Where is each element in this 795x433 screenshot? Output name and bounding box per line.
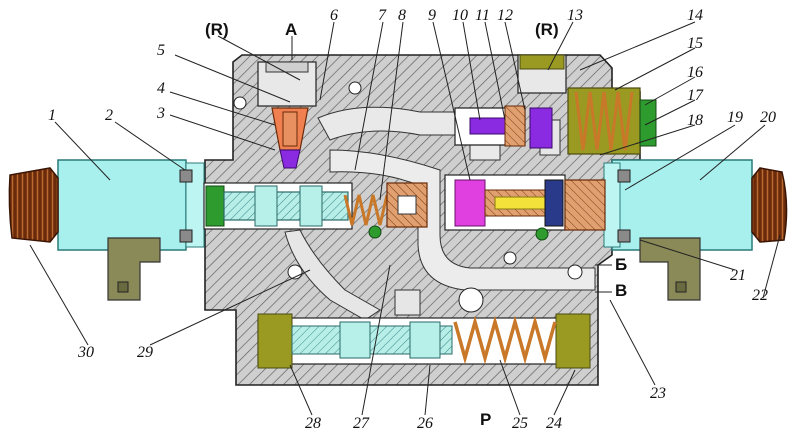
seat-orange-left	[386, 182, 428, 228]
spring-8	[343, 194, 389, 226]
callout-20: 20	[760, 109, 776, 126]
left-coil-cap	[8, 167, 59, 243]
callout-21: 21	[730, 267, 746, 284]
callout-3: 3	[156, 105, 165, 122]
pilot-poppet-4	[271, 107, 309, 169]
central-cartridge	[444, 174, 566, 231]
callout-2: 2	[105, 107, 113, 124]
port-v: В	[615, 281, 627, 300]
callout-16: 16	[687, 64, 703, 81]
callout-30: 30	[77, 344, 94, 361]
right-coil-cap	[751, 167, 788, 243]
spring-15	[567, 87, 657, 155]
callout-6: 6	[330, 7, 338, 24]
right-bracket	[639, 237, 701, 301]
callout-26: 26	[417, 415, 433, 432]
callout-numbers: 1 2 3 4 5 6 7 8 9 10 11 12 13 14 15 16 1…	[48, 7, 776, 432]
callout-23: 23	[650, 385, 666, 402]
callout-12: 12	[497, 7, 513, 24]
callout-4: 4	[157, 80, 165, 97]
pilot-spool-left	[203, 182, 353, 230]
port-r-left: (R)	[205, 20, 229, 39]
fasteners	[179, 169, 631, 243]
callout-7: 7	[378, 7, 387, 24]
port-a: A	[285, 20, 297, 39]
callout-13: 13	[567, 7, 583, 24]
callout-25: 25	[512, 415, 528, 432]
callout-28: 28	[305, 415, 321, 432]
callout-11: 11	[475, 7, 490, 24]
callout-19: 19	[727, 109, 743, 126]
callout-15: 15	[687, 35, 703, 52]
callout-17: 17	[687, 87, 704, 104]
port-labels: (R) A (R) Б В P	[205, 20, 627, 429]
callout-24: 24	[546, 415, 562, 432]
callout-9: 9	[428, 7, 436, 24]
callout-14: 14	[687, 7, 703, 24]
left-bracket	[107, 237, 161, 301]
callout-22: 22	[752, 287, 768, 304]
top-right-plug-13	[517, 54, 567, 94]
leader-lines	[29, 21, 781, 416]
callout-29: 29	[137, 344, 153, 361]
spring-25	[453, 315, 557, 365]
callout-5: 5	[157, 42, 165, 59]
callout-1: 1	[48, 107, 56, 124]
port-b: Б	[615, 255, 627, 274]
callout-18: 18	[687, 112, 703, 129]
top-left-plug	[257, 61, 317, 107]
callout-27: 27	[353, 415, 370, 432]
top-right-pilot	[454, 105, 553, 149]
seat-orange-right	[564, 179, 606, 231]
port-r-right: (R)	[535, 20, 559, 39]
port-p: P	[480, 410, 491, 429]
callout-10: 10	[452, 7, 468, 24]
left-solenoid	[57, 159, 205, 251]
callout-8: 8	[398, 7, 406, 24]
